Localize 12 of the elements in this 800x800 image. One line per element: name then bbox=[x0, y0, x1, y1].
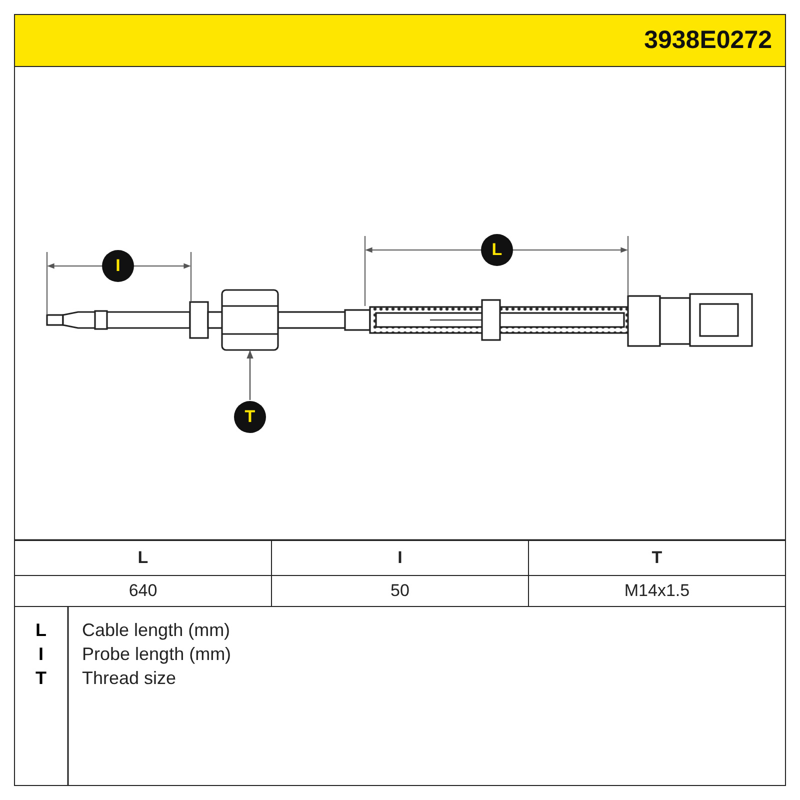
legend-text: Thread size bbox=[82, 668, 176, 689]
callout-letter: I bbox=[102, 250, 134, 282]
callout-letter: T bbox=[234, 401, 266, 433]
legend-key: T bbox=[14, 668, 68, 689]
legend-key: I bbox=[14, 644, 68, 665]
legend-text: Probe length (mm) bbox=[82, 644, 232, 665]
hex-nut-drawing bbox=[221, 289, 279, 351]
legend-text: Cable length (mm) bbox=[82, 620, 230, 641]
part-number: 3938E0272 bbox=[644, 26, 772, 55]
legend-key: L bbox=[14, 620, 68, 641]
callout-letter: L bbox=[481, 234, 513, 266]
leader-line bbox=[246, 350, 254, 400]
